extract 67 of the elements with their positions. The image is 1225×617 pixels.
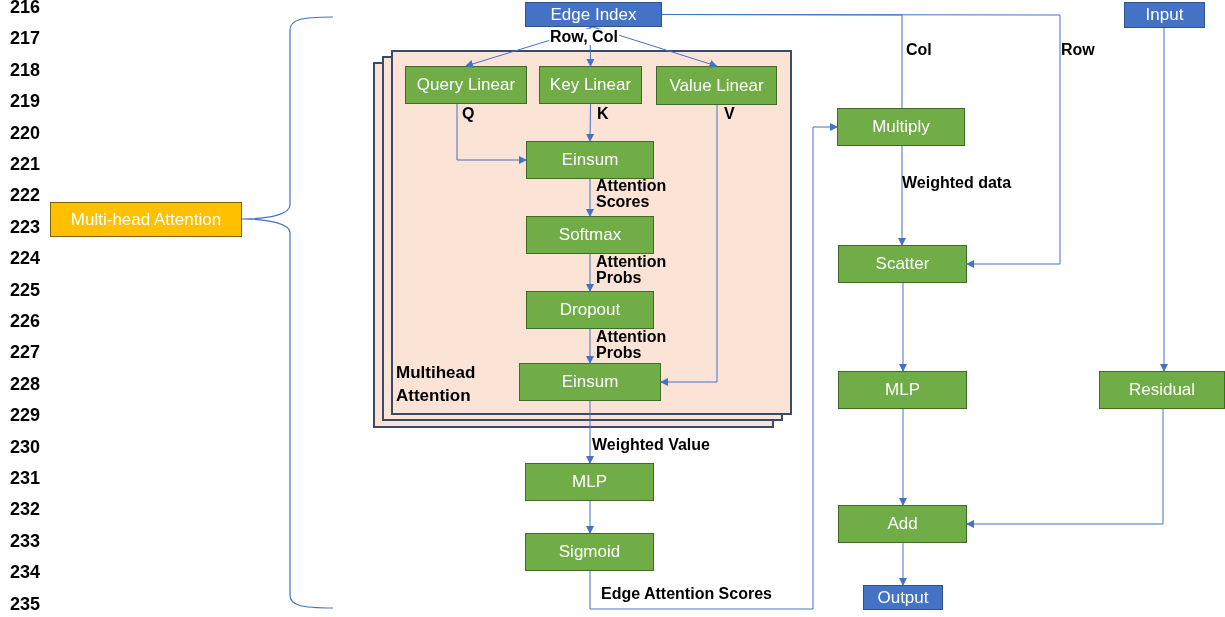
edge-label: V	[724, 106, 735, 122]
attention-panel	[391, 50, 792, 415]
line-number: 232	[10, 499, 41, 520]
edge-label: Row	[1061, 42, 1095, 58]
line-number: 229	[10, 405, 41, 426]
line-number: 224	[10, 248, 41, 269]
line-number: 221	[10, 154, 41, 174]
line-number: 230	[10, 436, 41, 457]
edge-label: Attention Scores	[596, 178, 668, 210]
process-box: Value Linear	[656, 66, 777, 105]
process-box: Einsum	[519, 363, 661, 401]
connector-arrow	[456, 103, 527, 164]
connector-arrow	[586, 400, 594, 464]
connector-arrow	[966, 408, 1164, 528]
line-number: 226	[10, 311, 41, 331]
process-box: Multiply	[837, 108, 965, 146]
edge-label: Col	[906, 42, 932, 58]
edge-label: Row, Col	[549, 29, 619, 45]
input-output-box: Output	[863, 585, 943, 610]
process-box: Add	[838, 505, 967, 543]
edge-label: Q	[462, 106, 475, 122]
process-box: Query Linear	[405, 66, 527, 104]
connector-arrow	[586, 500, 594, 534]
process-box: MLP	[525, 463, 654, 501]
edge-label: K	[597, 106, 609, 122]
process-box: Residual	[1099, 371, 1225, 409]
connector-arrow	[899, 408, 907, 506]
line-number: 228	[10, 373, 41, 394]
process-box: Scatter	[838, 245, 967, 283]
connector-arrow	[586, 253, 594, 292]
module-box: Multi-head Attention	[50, 202, 242, 237]
input-output-box: Input	[1124, 2, 1205, 28]
input-output-box: Edge Index	[525, 2, 662, 27]
connector-arrow	[660, 104, 718, 386]
line-number: 217	[10, 28, 41, 49]
line-number: 231	[10, 468, 41, 488]
connector-arrow	[586, 178, 594, 217]
edge-label: Edge Attention Scores	[601, 586, 772, 602]
process-box: Dropout	[526, 291, 654, 329]
edge-label: Weighted data	[902, 175, 1012, 191]
process-box: MLP	[838, 371, 967, 409]
process-box: Einsum	[526, 141, 654, 179]
edge-label: Weighted Value	[592, 437, 710, 453]
connector-arrow	[898, 145, 906, 246]
line-number: 219	[10, 91, 41, 112]
line-number: 223	[10, 216, 41, 237]
connector-arrow	[586, 103, 595, 142]
connector-arrow	[899, 542, 907, 586]
line-number: 227	[10, 342, 41, 363]
line-number: 235	[10, 593, 41, 614]
connector-arrow	[1160, 27, 1168, 372]
connector-arrow	[899, 282, 907, 372]
process-box: Key Linear	[539, 66, 642, 104]
line-number: 222	[10, 185, 41, 206]
process-box: Sigmoid	[525, 533, 654, 571]
connector-arrow	[589, 123, 838, 610]
line-number: 218	[10, 59, 41, 80]
panel-title: Multihead Attention	[396, 362, 477, 407]
edge-label: Attention Probs	[596, 329, 668, 361]
line-number: 233	[10, 530, 41, 551]
process-box: Softmax	[526, 216, 654, 254]
line-number: 234	[10, 562, 41, 583]
line-number: 220	[10, 122, 41, 143]
line-number: 216	[10, 0, 41, 17]
connector-arrow	[586, 328, 594, 364]
line-number: 225	[10, 279, 41, 300]
edge-label: Attention Probs	[596, 254, 668, 286]
